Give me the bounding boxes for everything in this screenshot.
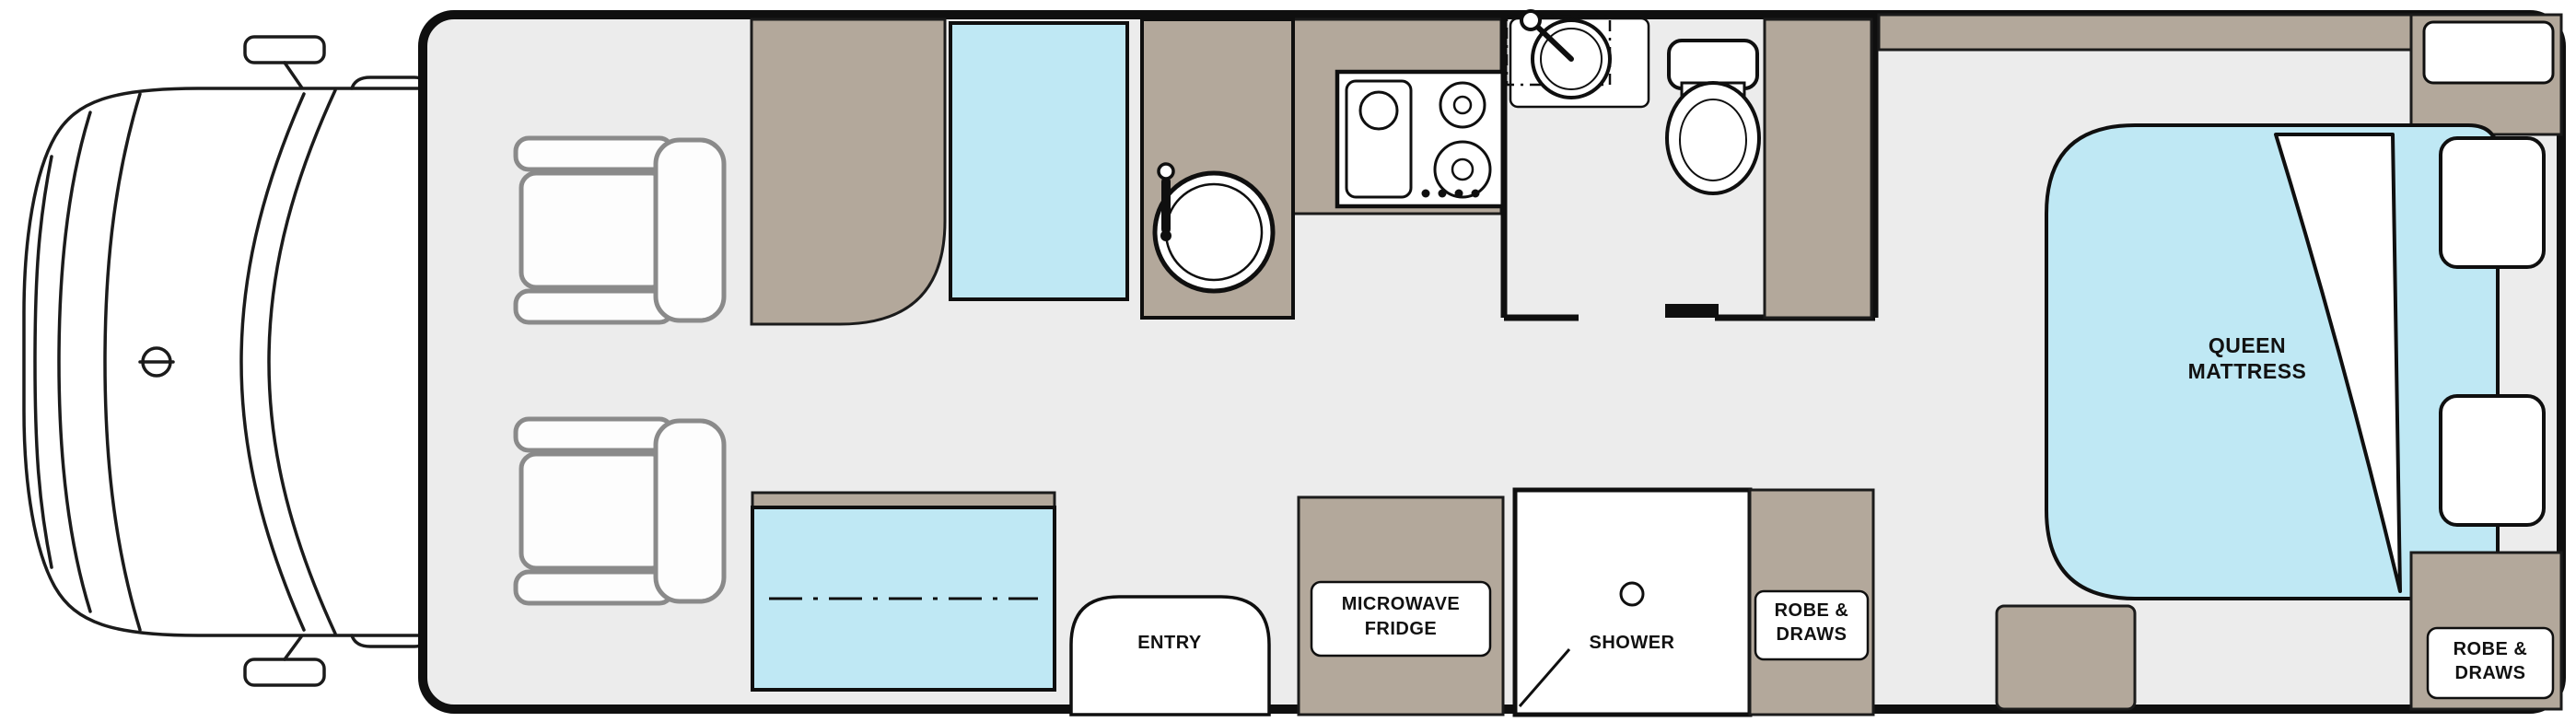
toilet — [1665, 39, 1761, 195]
sink-tap-icon — [1161, 177, 1171, 234]
blanket-fold — [2274, 133, 2402, 593]
hood-line-inner — [103, 92, 142, 632]
cooktop — [1335, 69, 1506, 209]
burner-large-ring — [1451, 157, 1474, 181]
kitchen-sink — [1152, 162, 1276, 294]
cooktop-knob-3 — [1454, 189, 1463, 198]
cooktop-knob-4 — [1471, 189, 1480, 198]
hood-line-outer — [57, 111, 92, 613]
windshield-front-edge — [239, 92, 306, 632]
sink-drain — [1160, 230, 1171, 241]
overhead-cabinet-strip — [1877, 13, 2413, 52]
front-bumper-line — [33, 155, 53, 569]
burner-mid — [1439, 81, 1486, 129]
windshield-rear-edge — [267, 88, 337, 635]
armrest-top — [513, 416, 675, 453]
mirror-top-icon — [243, 35, 326, 64]
seat-backrest — [653, 137, 727, 323]
cab-body-outline — [22, 87, 435, 637]
fender-bottom — [350, 634, 431, 648]
shower-cubicle — [1512, 487, 1753, 717]
passenger-seat — [513, 416, 727, 606]
shower-label: SHOWER — [1590, 633, 1675, 653]
robe-mid-label-1: ROBE & — [1775, 600, 1849, 621]
cooktop-knob-2 — [1438, 189, 1447, 198]
robe-draws-mid-plate — [1754, 589, 1870, 661]
armrest-bottom — [513, 288, 675, 325]
armrest-bottom — [513, 569, 675, 606]
vanity-bowl-inner — [1540, 28, 1603, 90]
robe-mid-label-2: DRAWS — [1777, 624, 1847, 645]
toilet-seat-inner — [1679, 99, 1747, 181]
cooktop-grate — [1345, 79, 1413, 199]
pillow-top — [2439, 136, 2546, 269]
vanity-tap-icon — [1530, 19, 1574, 62]
entry-label: ENTRY — [1137, 633, 1202, 653]
burner-mid-ring — [1452, 95, 1473, 115]
queen-label-1: QUEEN — [2209, 333, 2286, 357]
side-lounge-backrest — [751, 491, 1056, 509]
vanity-tap-handle — [1520, 9, 1542, 31]
armrest-top — [513, 135, 675, 172]
front-table-unit — [949, 21, 1129, 301]
seat-backrest — [653, 418, 727, 604]
burner-large — [1433, 140, 1492, 199]
sink-bowl — [1152, 170, 1276, 294]
robe-rear-label-2: DRAWS — [2455, 663, 2526, 683]
fridge-label: FRIDGE — [1365, 619, 1438, 639]
robe-rear-label-1: ROBE & — [2454, 639, 2528, 659]
bed-foot-cabinet — [1995, 604, 2137, 711]
bathroom-door-leaf — [1665, 304, 1719, 318]
robe-draws-rear-plate — [2426, 626, 2555, 700]
cooktop-base — [1335, 69, 1506, 209]
mirror-bottom-icon — [243, 658, 326, 687]
shower-drain-icon — [1619, 581, 1645, 607]
truck-cab — [22, 35, 435, 687]
burner-small — [1358, 90, 1399, 131]
pillow-bottom — [2439, 394, 2546, 527]
fender-top — [350, 76, 431, 90]
microwave-fridge-plate — [1310, 580, 1492, 658]
queen-label-2: MATTRESS — [2188, 359, 2307, 383]
bathroom-cabinet — [1763, 17, 1873, 320]
driver-seat — [513, 135, 727, 325]
front-lounge-seat — [750, 17, 947, 326]
seat-cushion — [519, 170, 670, 290]
sink-cabinet-outline — [1140, 17, 1295, 320]
sink-tap-handle — [1157, 162, 1175, 180]
entry-step — [1069, 595, 1271, 716]
shower-door-line — [1518, 648, 1571, 707]
cooktop-knob-1 — [1421, 189, 1430, 198]
vanity-sink — [1520, 9, 1612, 99]
microwave-label: MICROWAVE — [1342, 594, 1461, 614]
seat-cushion — [519, 451, 670, 571]
bedside-shelf — [2422, 20, 2555, 85]
